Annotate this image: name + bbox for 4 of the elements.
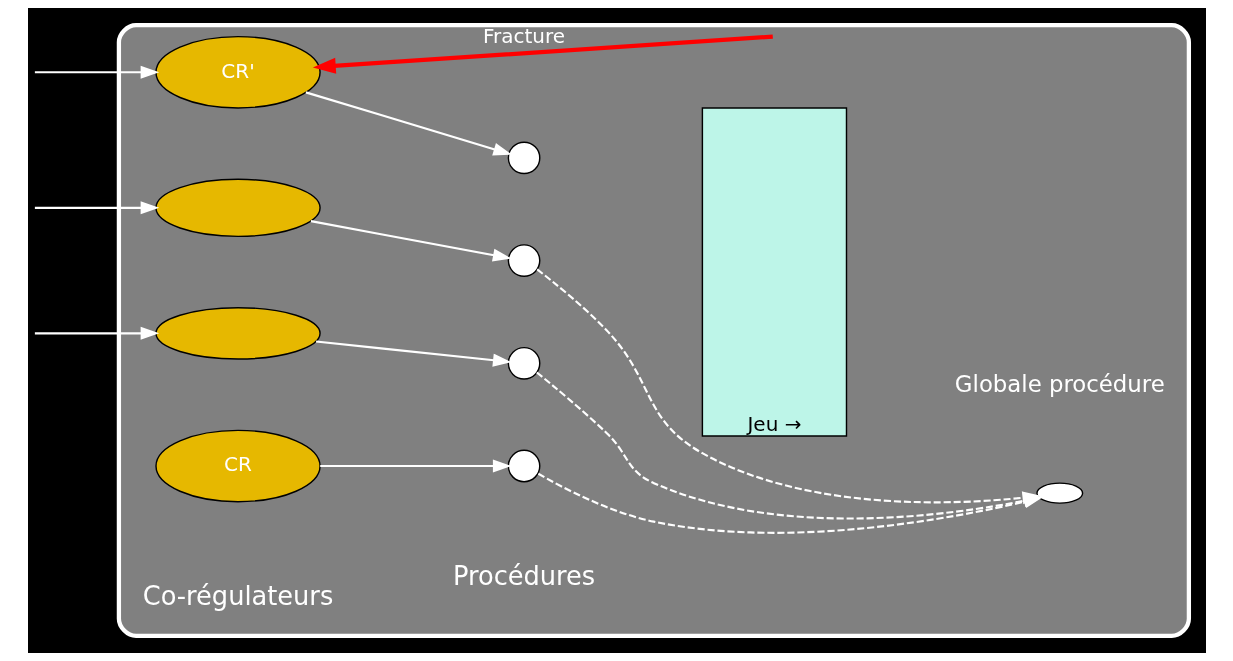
label: Co-régulateurs	[142, 580, 333, 611]
edge-label: Fracture	[482, 23, 565, 48]
node-label: Globale procédure	[954, 370, 1165, 397]
label: Procédures	[452, 561, 595, 592]
